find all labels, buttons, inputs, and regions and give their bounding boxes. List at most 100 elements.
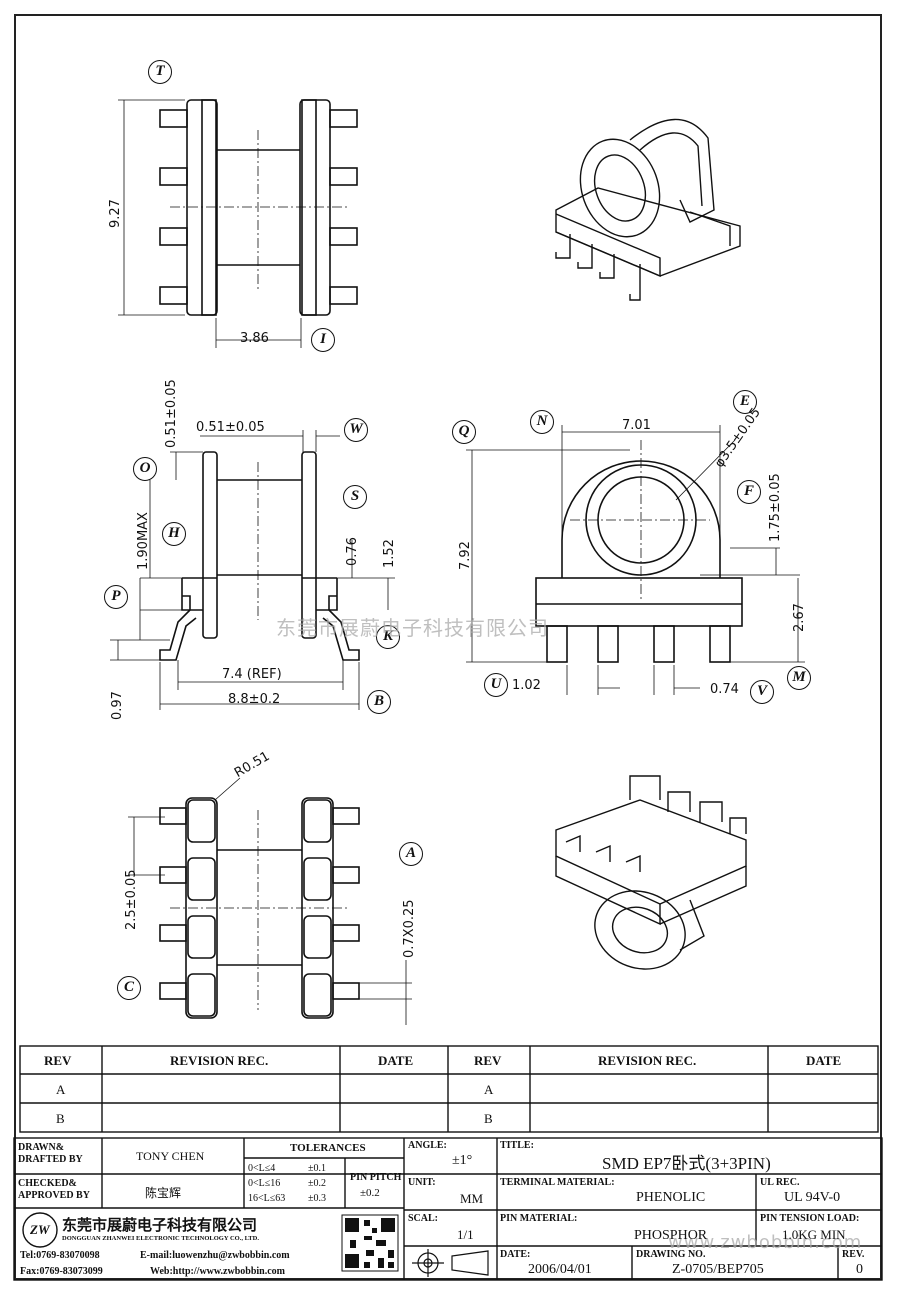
- top-view-outline: [159, 99, 358, 316]
- label-u: U: [484, 673, 508, 697]
- rev-row-b-right: B: [484, 1111, 493, 1126]
- tol-value-2: ±0.2: [308, 1178, 326, 1189]
- qr-code: [341, 1214, 399, 1272]
- dim-side-ref: 7.4 (REF): [222, 667, 282, 682]
- label-c: C: [117, 976, 141, 1000]
- label-v: V: [750, 680, 774, 704]
- title-block-lines: [13, 1137, 883, 1281]
- pin-material-label: PIN MATERIAL:: [500, 1213, 578, 1224]
- dim-side-foot: 0.97: [110, 691, 125, 720]
- tension-label: PIN TENSION LOAD:: [760, 1213, 860, 1224]
- dim-front-f: 1.75±0.05: [768, 473, 783, 542]
- tol-range-1: 0<L≤4: [248, 1163, 276, 1174]
- label-k: K: [376, 625, 400, 649]
- rev-label: REV.: [842, 1249, 865, 1260]
- company-name-en: DONGGUAN ZHANWEI ELECTRONIC TECHNOLOGY C…: [62, 1235, 259, 1242]
- rev-header-1: REV: [44, 1053, 72, 1068]
- dim-side-width: 8.8±0.2: [228, 692, 281, 707]
- label-w: W: [344, 418, 368, 442]
- drawn-label: DRAWN& DRAFTED BY: [18, 1142, 83, 1165]
- dim-side-height-max: 1.90MAX: [136, 512, 151, 570]
- rev-row-b-left: B: [56, 1111, 65, 1126]
- date-label: DATE:: [500, 1249, 531, 1260]
- unit-value: MM: [460, 1191, 484, 1206]
- watermark-company: 东莞市展蔚电子科技有限公司: [276, 616, 549, 640]
- dim-front-base: 2.67: [792, 603, 807, 632]
- label-q: Q: [452, 420, 476, 444]
- revision-table-lines: [19, 1045, 879, 1133]
- pin-material-value: PHOSPHOR: [634, 1228, 708, 1243]
- rev-value: 0: [856, 1262, 863, 1277]
- label-m: M: [787, 666, 811, 690]
- rev-header-2: REV: [474, 1053, 502, 1068]
- date-header-1: DATE: [378, 1053, 414, 1068]
- label-s: S: [343, 485, 367, 509]
- dim-side-flange: 0.51±0.05: [196, 420, 265, 435]
- company-web: Web:http://www.zwbobbin.com: [150, 1266, 286, 1277]
- rev-row-a-right: A: [484, 1082, 494, 1097]
- drawn-value: TONY CHEN: [136, 1149, 205, 1163]
- dim-bottom-pin: 0.7X0.25: [402, 899, 417, 958]
- checked-label: CHECKED& APPROVED BY: [18, 1178, 90, 1201]
- drawing-label: DRAWING NO.: [636, 1249, 706, 1260]
- iso-view-bottom: [555, 775, 747, 970]
- dim-front-pin2: 0.74: [710, 682, 739, 697]
- scal-value: 1/1: [457, 1227, 474, 1242]
- company-name-cn: 东莞市展蔚电子科技有限公司: [62, 1218, 258, 1234]
- angle-label: ANGLE:: [408, 1140, 447, 1151]
- title-value: SMD EP7卧式(3+3PIN): [602, 1154, 771, 1173]
- pin-pitch-value: ±0.2: [360, 1187, 380, 1199]
- drawing-value: Z-0705/BEP705: [672, 1262, 764, 1277]
- tol-value-1: ±0.1: [308, 1163, 326, 1174]
- drawing-frame: [14, 14, 882, 1280]
- watermark-url: www.zwbobbin.com: [668, 1232, 863, 1253]
- label-o: O: [133, 457, 157, 481]
- angle-value: ±1°: [452, 1153, 473, 1168]
- dim-top-height: 9.27: [108, 199, 123, 228]
- tension-value: 1.0KG MIN: [782, 1227, 846, 1242]
- ul-label: UL REC.: [760, 1177, 800, 1188]
- label-a: A: [399, 842, 423, 866]
- unit-label: UNIT:: [408, 1177, 436, 1188]
- date-value: 2006/04/01: [528, 1262, 592, 1277]
- revision-header-1: REVISION REC.: [170, 1053, 269, 1068]
- dim-side-base: 1.52: [382, 539, 397, 568]
- title-label: TITLE:: [500, 1140, 534, 1151]
- rev-row-a-left: A: [56, 1082, 66, 1097]
- dim-side-top-offset: 0.51±0.05: [164, 379, 179, 448]
- dim-front-height: 7.92: [458, 541, 473, 570]
- dim-front-pin: 1.02: [512, 678, 541, 693]
- projection-symbol: [412, 1249, 489, 1277]
- company-tel: Tel:0769-83070098: [20, 1250, 100, 1261]
- tolerances-label: TOLERANCES: [290, 1142, 366, 1154]
- dim-front-width: 7.01: [622, 418, 651, 433]
- dim-side-s: 0.76: [345, 537, 360, 566]
- label-t: T: [148, 60, 172, 84]
- tol-value-3: ±0.3: [308, 1193, 326, 1204]
- dim-bottom-pitch: 2.5±0.05: [124, 869, 139, 930]
- iso-view-top: [555, 118, 741, 301]
- terminal-label: TERMINAL MATERIAL:: [500, 1177, 615, 1188]
- logo-text: ZW: [30, 1222, 50, 1237]
- tol-range-3: 16<L≤63: [248, 1193, 286, 1204]
- company-email: E-mail:luowenzhu@zwbobbin.com: [140, 1250, 290, 1261]
- label-i: I: [311, 328, 335, 352]
- ul-value: UL 94V-0: [784, 1190, 841, 1205]
- company-logo: [22, 1212, 58, 1248]
- pin-pitch-label: PIN PITCH: [350, 1172, 402, 1183]
- terminal-value: PHENOLIC: [636, 1190, 706, 1205]
- label-n: N: [530, 410, 554, 434]
- revision-header-2: REVISION REC.: [598, 1053, 697, 1068]
- date-header-2: DATE: [806, 1053, 842, 1068]
- label-e: E: [733, 390, 757, 414]
- label-f: F: [737, 480, 761, 504]
- side-view-outline: [159, 451, 360, 661]
- label-h: H: [162, 522, 186, 546]
- label-b: B: [367, 690, 391, 714]
- tol-range-2: 0<L≤16: [248, 1178, 281, 1189]
- company-fax: Fax:0769-83073099: [20, 1266, 103, 1277]
- checked-value: 陈宝辉: [145, 1186, 182, 1200]
- label-p: P: [104, 585, 128, 609]
- dim-top-width: 3.86: [240, 331, 269, 346]
